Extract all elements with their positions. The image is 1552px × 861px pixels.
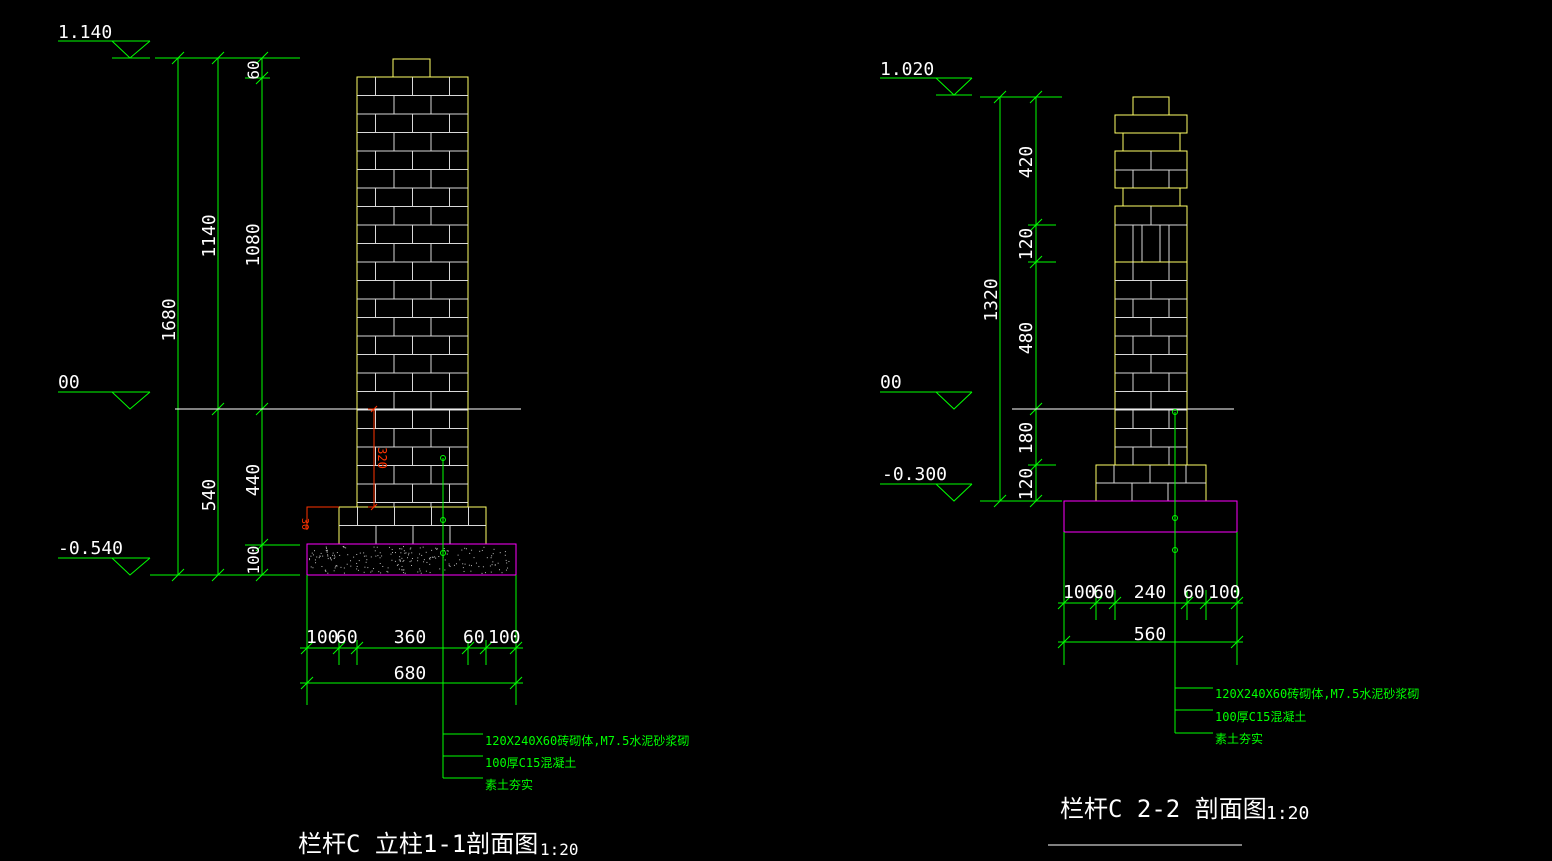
left-elevation-top-label: 1.140 bbox=[58, 22, 112, 43]
right-dim-total: 1320 bbox=[981, 278, 1002, 321]
left-red-annotation: 320 30 bbox=[299, 405, 389, 530]
right-dim-d: 180 bbox=[1016, 422, 1037, 455]
left-dim-step: 320 bbox=[375, 447, 389, 469]
right-concrete-footing bbox=[1063, 500, 1238, 533]
left-section: 1.140 00 -0.540 bbox=[58, 22, 689, 859]
left-dim-total: 1680 bbox=[159, 298, 180, 341]
right-leader: 120X240X60砖砌体,M7.5水泥砂浆砌 100厚C15混凝土 素土夯实 bbox=[1172, 409, 1419, 746]
left-dim-shaft: 1080 bbox=[243, 223, 264, 266]
left-dim-ticks bbox=[171, 51, 269, 582]
right-dim-c: 480 bbox=[1016, 322, 1037, 355]
left-note-masonry: 120X240X60砖砌体,M7.5水泥砂浆砌 bbox=[485, 733, 689, 748]
right-width-dimensions: 100 60 240 60 100 560 bbox=[1057, 532, 1244, 665]
right-elevation-marker-bottom: -0.300 bbox=[880, 464, 973, 502]
left-note-concrete: 100厚C15混凝土 bbox=[485, 755, 576, 770]
left-dim-cap: 60 bbox=[244, 60, 263, 79]
left-section-title: 栏杆C 立柱1-1剖面图 bbox=[298, 830, 538, 857]
right-elevation-zero-label: 00 bbox=[880, 372, 902, 393]
left-section-scale: 1:20 bbox=[540, 840, 579, 857]
left-elevation-marker-bottom: -0.540 bbox=[58, 538, 151, 576]
left-elevation-marker-top: 1.140 bbox=[58, 22, 151, 59]
left-width-a: 100 bbox=[306, 627, 339, 648]
left-width-dimensions: 100 60 360 60 100 680 bbox=[300, 575, 523, 705]
right-note-soil: 素土夯实 bbox=[1215, 731, 1263, 746]
right-width-b: 60 bbox=[1093, 582, 1115, 603]
right-note-concrete: 100厚C15混凝土 bbox=[1215, 709, 1306, 724]
right-width-total: 560 bbox=[1134, 624, 1167, 645]
left-dim-base: 440 bbox=[243, 464, 264, 497]
left-leader: 120X240X60砖砌体,M7.5水泥砂浆砌 100厚C15混凝土 素土夯实 bbox=[440, 455, 689, 792]
right-section-title: 栏杆C 2-2 剖面图 bbox=[1060, 795, 1267, 823]
left-width-total: 680 bbox=[394, 663, 427, 684]
right-dim-e: 120 bbox=[1016, 468, 1037, 501]
left-brick-column bbox=[338, 58, 487, 545]
right-elevation-marker-top: 1.020 bbox=[880, 59, 973, 96]
right-width-d: 60 bbox=[1183, 582, 1205, 603]
right-dim-ticks bbox=[993, 90, 1043, 508]
right-note-masonry: 120X240X60砖砌体,M7.5水泥砂浆砌 bbox=[1215, 686, 1419, 701]
right-width-c: 240 bbox=[1134, 582, 1167, 603]
right-width-a: 100 bbox=[1063, 582, 1096, 603]
left-dim-concrete: 100 bbox=[244, 546, 263, 575]
left-dim-step-small: 30 bbox=[299, 518, 310, 530]
left-elevation-bottom-label: -0.540 bbox=[58, 538, 123, 559]
left-width-d: 60 bbox=[463, 627, 485, 648]
left-elevation-zero-label: 00 bbox=[58, 372, 80, 393]
left-dim-lower: 540 bbox=[199, 479, 220, 512]
left-width-c: 360 bbox=[394, 627, 427, 648]
right-section: 1.020 00 -0.300 1320 bbox=[880, 59, 1419, 846]
left-width-b: 60 bbox=[336, 627, 358, 648]
right-elevation-marker-zero: 00 bbox=[880, 372, 973, 410]
right-width-e: 100 bbox=[1208, 582, 1241, 603]
right-dim-b: 120 bbox=[1016, 228, 1037, 261]
left-dim-upper: 1140 bbox=[199, 214, 220, 257]
right-brick-column bbox=[1095, 96, 1207, 502]
left-note-soil: 素土夯实 bbox=[485, 777, 533, 792]
right-dim-a: 420 bbox=[1016, 146, 1037, 179]
right-section-scale: 1:20 bbox=[1266, 803, 1309, 824]
right-elevation-top-label: 1.020 bbox=[880, 59, 934, 80]
left-elevation-marker-zero: 00 bbox=[58, 372, 151, 410]
right-elevation-bottom-label: -0.300 bbox=[882, 464, 947, 485]
left-concrete-footing bbox=[306, 543, 517, 576]
left-width-e: 100 bbox=[488, 627, 521, 648]
